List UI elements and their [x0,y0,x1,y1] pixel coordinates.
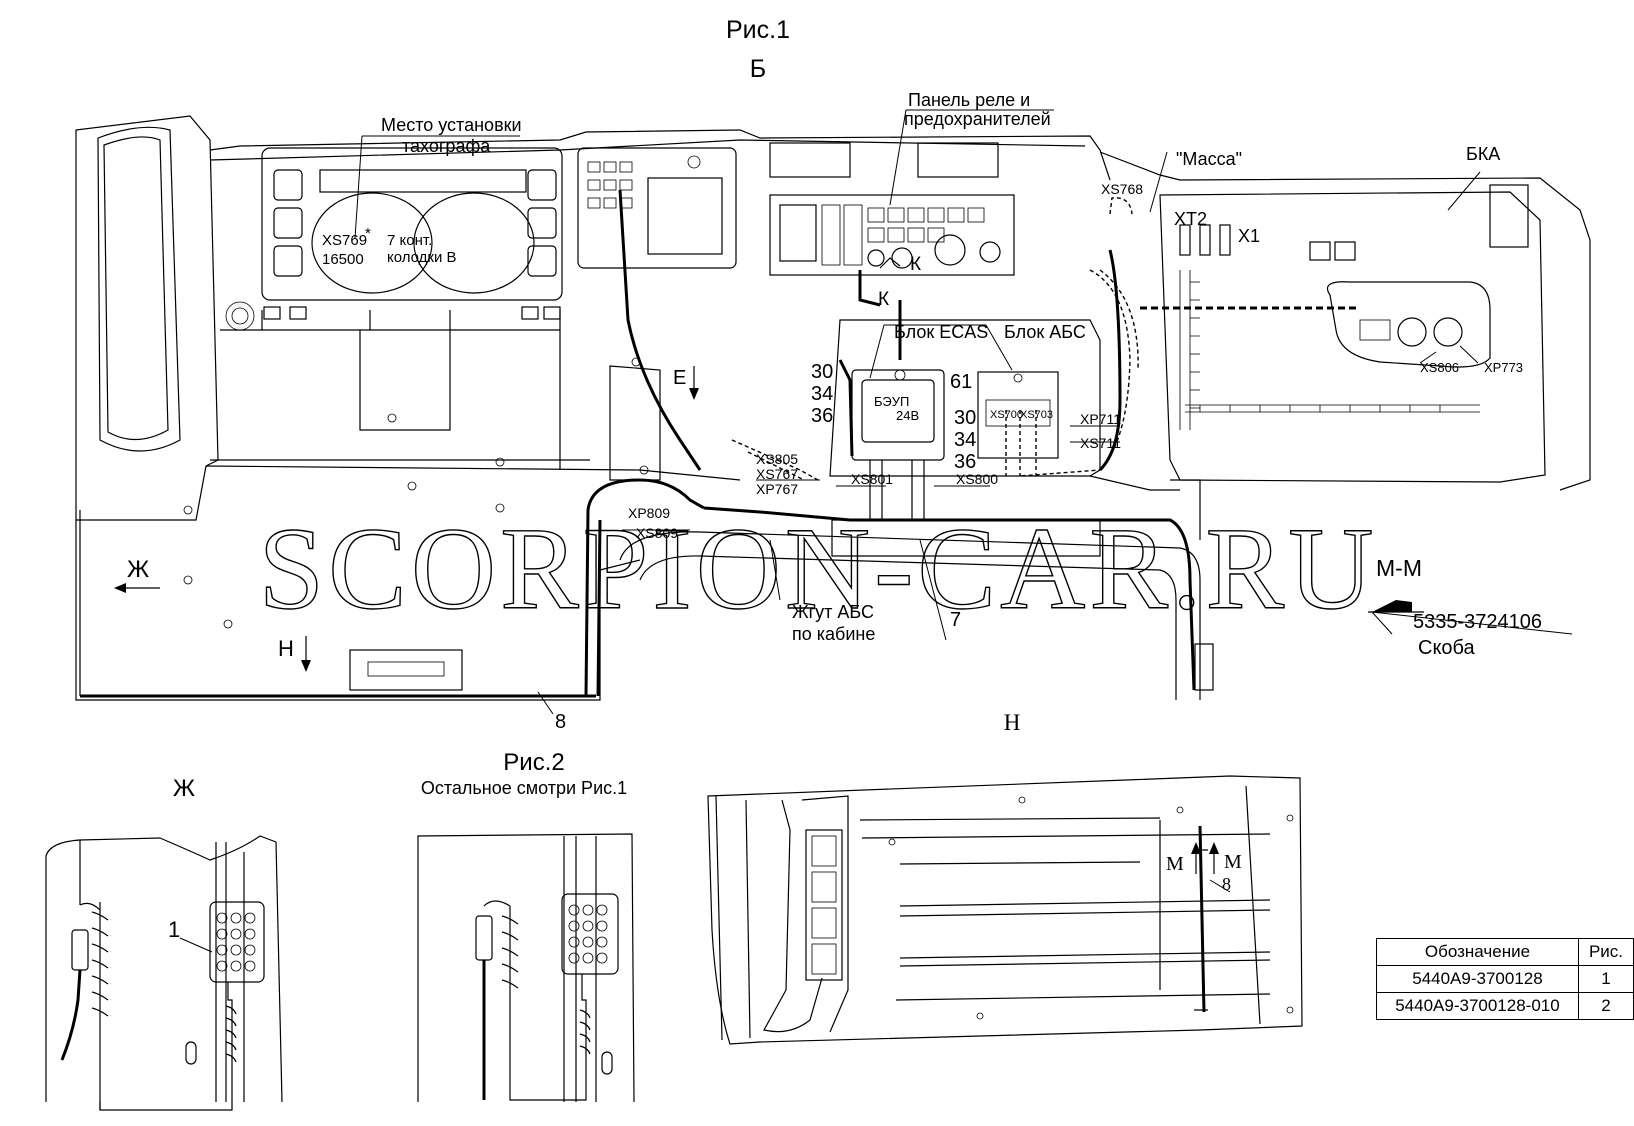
xs769-label: XS769 [322,232,367,249]
fig1-labels: Место установки тахографа Панель реле и … [127,90,1542,733]
fig2-subtitle: Остальное смотри Рис.1 [421,778,627,798]
spec-header-designation: Обозначение [1376,938,1579,966]
leader-lines [354,109,1573,715]
massa-label: "Масса" [1176,149,1242,169]
spec-cell-designation: 5440А9-3700128-010 [1376,992,1579,1020]
view-arrows [114,257,901,672]
spec-cell-fig: 1 [1577,965,1634,993]
num-8: 8 [555,711,566,733]
xs809-label: XS809 [636,525,678,541]
xs767-label: XS767 [756,466,798,482]
kont-label-1: 7 конт. [387,232,432,249]
num-61: 61 [950,371,972,393]
fig1-title: Рис.1 [726,16,790,44]
cab-dashboard-outline [75,115,1591,701]
xs805-label: XS805 [756,451,798,467]
bka-label: БКА [1466,144,1500,164]
watermark: SCORPION-CAR.RU [259,503,1378,634]
xs769-star: * [365,225,371,242]
tachograph-label-1: Место установки [381,115,522,135]
beup-label-1: БЭУП [874,394,909,409]
xp767-label: XP767 [756,481,798,497]
num-34b: 34 [954,429,976,451]
harness-lines [80,189,1360,698]
view-zh-num-1: 1 [168,917,180,942]
spec-cell-fig: 2 [1577,992,1634,1020]
num-30a: 30 [811,361,833,383]
xs768-label: XS768 [1101,181,1143,197]
table-row: 5440А9-3700128 1 [1376,965,1634,993]
xs703-label: XS703 [1020,409,1053,421]
view-zh-leader [179,937,213,953]
part-name: Скоба [1418,637,1476,659]
view-h-title: Н [1004,710,1021,735]
blok-abs-label: Блок АБС [1004,322,1086,342]
xt2-label: XT2 [1174,209,1207,229]
relay-panel-label-2: предохранителей [904,109,1051,129]
view-h-section-markers: М М 8 [1166,842,1242,894]
xs801-label: XS801 [851,471,893,487]
relay-panel-label-1: Панель реле и [908,90,1030,110]
fig2-drawing [417,833,635,1103]
xp773-label: XP773 [1484,360,1523,375]
num-7: 7 [950,609,961,631]
n-arrow-label: Н [278,636,294,661]
xs806-label: XS806 [1420,360,1459,375]
mm-title: М-М [1376,555,1422,581]
xs711-label: XS711 [1080,435,1121,451]
xs800-label: XS800 [956,471,998,487]
num-34a: 34 [811,383,833,405]
kont-label-2: колодки В [387,249,457,266]
view-b-label: Б [750,55,766,83]
e-arrow-label: Е [673,367,686,389]
view-h-num-8: 8 [1222,874,1231,894]
k-label-1: К [910,254,921,275]
xs700-label: XS700 [990,409,1023,421]
spec-table: Обозначение Рис. 5440А9-3700128 1 5440А9… [1376,938,1634,1020]
num-36a: 36 [811,405,833,427]
view-h-floor-drawing [707,775,1303,1045]
fig2-title: Рис.2 [503,749,564,776]
k-label-2: К [878,289,889,310]
view-zh-title: Ж [173,775,195,802]
xp711-label: XP711 [1080,411,1121,427]
beup-label-2: 24В [896,408,919,423]
tachograph-label-2: тахографа [402,136,491,156]
view-h-m-right: М [1224,851,1242,873]
view-h-m-left: М [1166,853,1184,875]
spec-header-fig: Рис. [1577,938,1634,966]
xp809-label: XP809 [628,505,670,521]
num-36b: 36 [954,451,976,473]
blok-ecas-label: Блок ECAS [894,322,988,342]
x1-label: X1 [1238,226,1260,246]
table-row: 5440А9-3700128-010 2 [1376,992,1634,1020]
harness-label-2: по кабине [792,624,875,644]
num-30b: 30 [954,407,976,429]
num-16500: 16500 [322,251,364,268]
zh-arrow-label: Ж [127,556,149,583]
part-number: 5335-3724106 [1413,611,1542,633]
harness-label-1: Жгут АБС [792,602,874,622]
spec-cell-designation: 5440А9-3700128 [1376,965,1579,993]
clip-symbol [1368,600,1424,613]
spec-table-header: Обозначение Рис. [1376,938,1634,966]
view-zh-drawing [45,835,283,1111]
